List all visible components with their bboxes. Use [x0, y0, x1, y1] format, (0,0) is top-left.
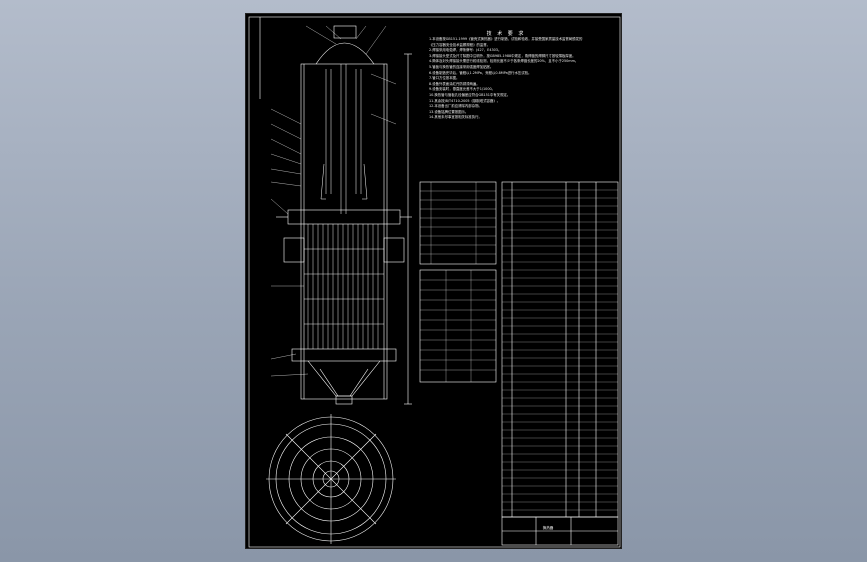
note-line: 3.焊接接头型式及尺寸除图中注明外，按GB985-1988中规定，角焊缝的焊脚尺…	[429, 53, 576, 58]
cad-drawing	[248, 16, 621, 548]
note-line: 4.筒体及封头焊接接头需进行射线检测，检测长度不少于各条焊缝长度的20%，且不小…	[429, 59, 579, 64]
note-line: 7.管口方位按本图。	[429, 76, 460, 81]
note-line: 6.设备制造完毕后，管程以1.2MPa、壳程以0.8MPa进行水压试验。	[429, 70, 532, 75]
note-line: 13.设备铭牌位置按图示。	[429, 109, 469, 114]
note-line: 8.设备外表面涂红丹防锈漆两遍。	[429, 81, 480, 86]
drawing-sheet: 技 术 要 求 1.本设备按GB151-1999《管壳式换热器》进行制造、试验和…	[245, 13, 622, 549]
note-line: 《压力容器安全技术监察规程》的监督。	[429, 42, 491, 47]
note-line: 2.焊接采用电弧焊，焊条牌号：J427，E4303。	[429, 48, 502, 53]
technical-notes: 1.本设备按GB151-1999《管壳式换热器》进行制造、试验和验收，并接受国家…	[429, 37, 617, 121]
note-line: 14.其他未尽事宜按相关标准执行。	[429, 115, 482, 120]
note-line: 10.换热管与管板孔径偏差应符合GB151中有关规定。	[429, 92, 511, 97]
note-line: 9.设备安装时，垂直度允差不大于1/1000。	[429, 87, 496, 92]
note-line: 1.本设备按GB151-1999《管壳式换热器》进行制造、试验和验收，并接受国家…	[429, 37, 583, 41]
note-line: 5.管板与换热管的连接采用强度焊加贴胀。	[429, 64, 494, 69]
title-block-name: 换热器	[542, 526, 554, 530]
notes-title: 技 术 要 求	[486, 31, 526, 37]
note-line: 12.本设备出厂前应清除内部杂物。	[429, 104, 482, 109]
note-line: 11.其余按JB/T4710-2005《钢制塔式容器》。	[429, 98, 501, 103]
